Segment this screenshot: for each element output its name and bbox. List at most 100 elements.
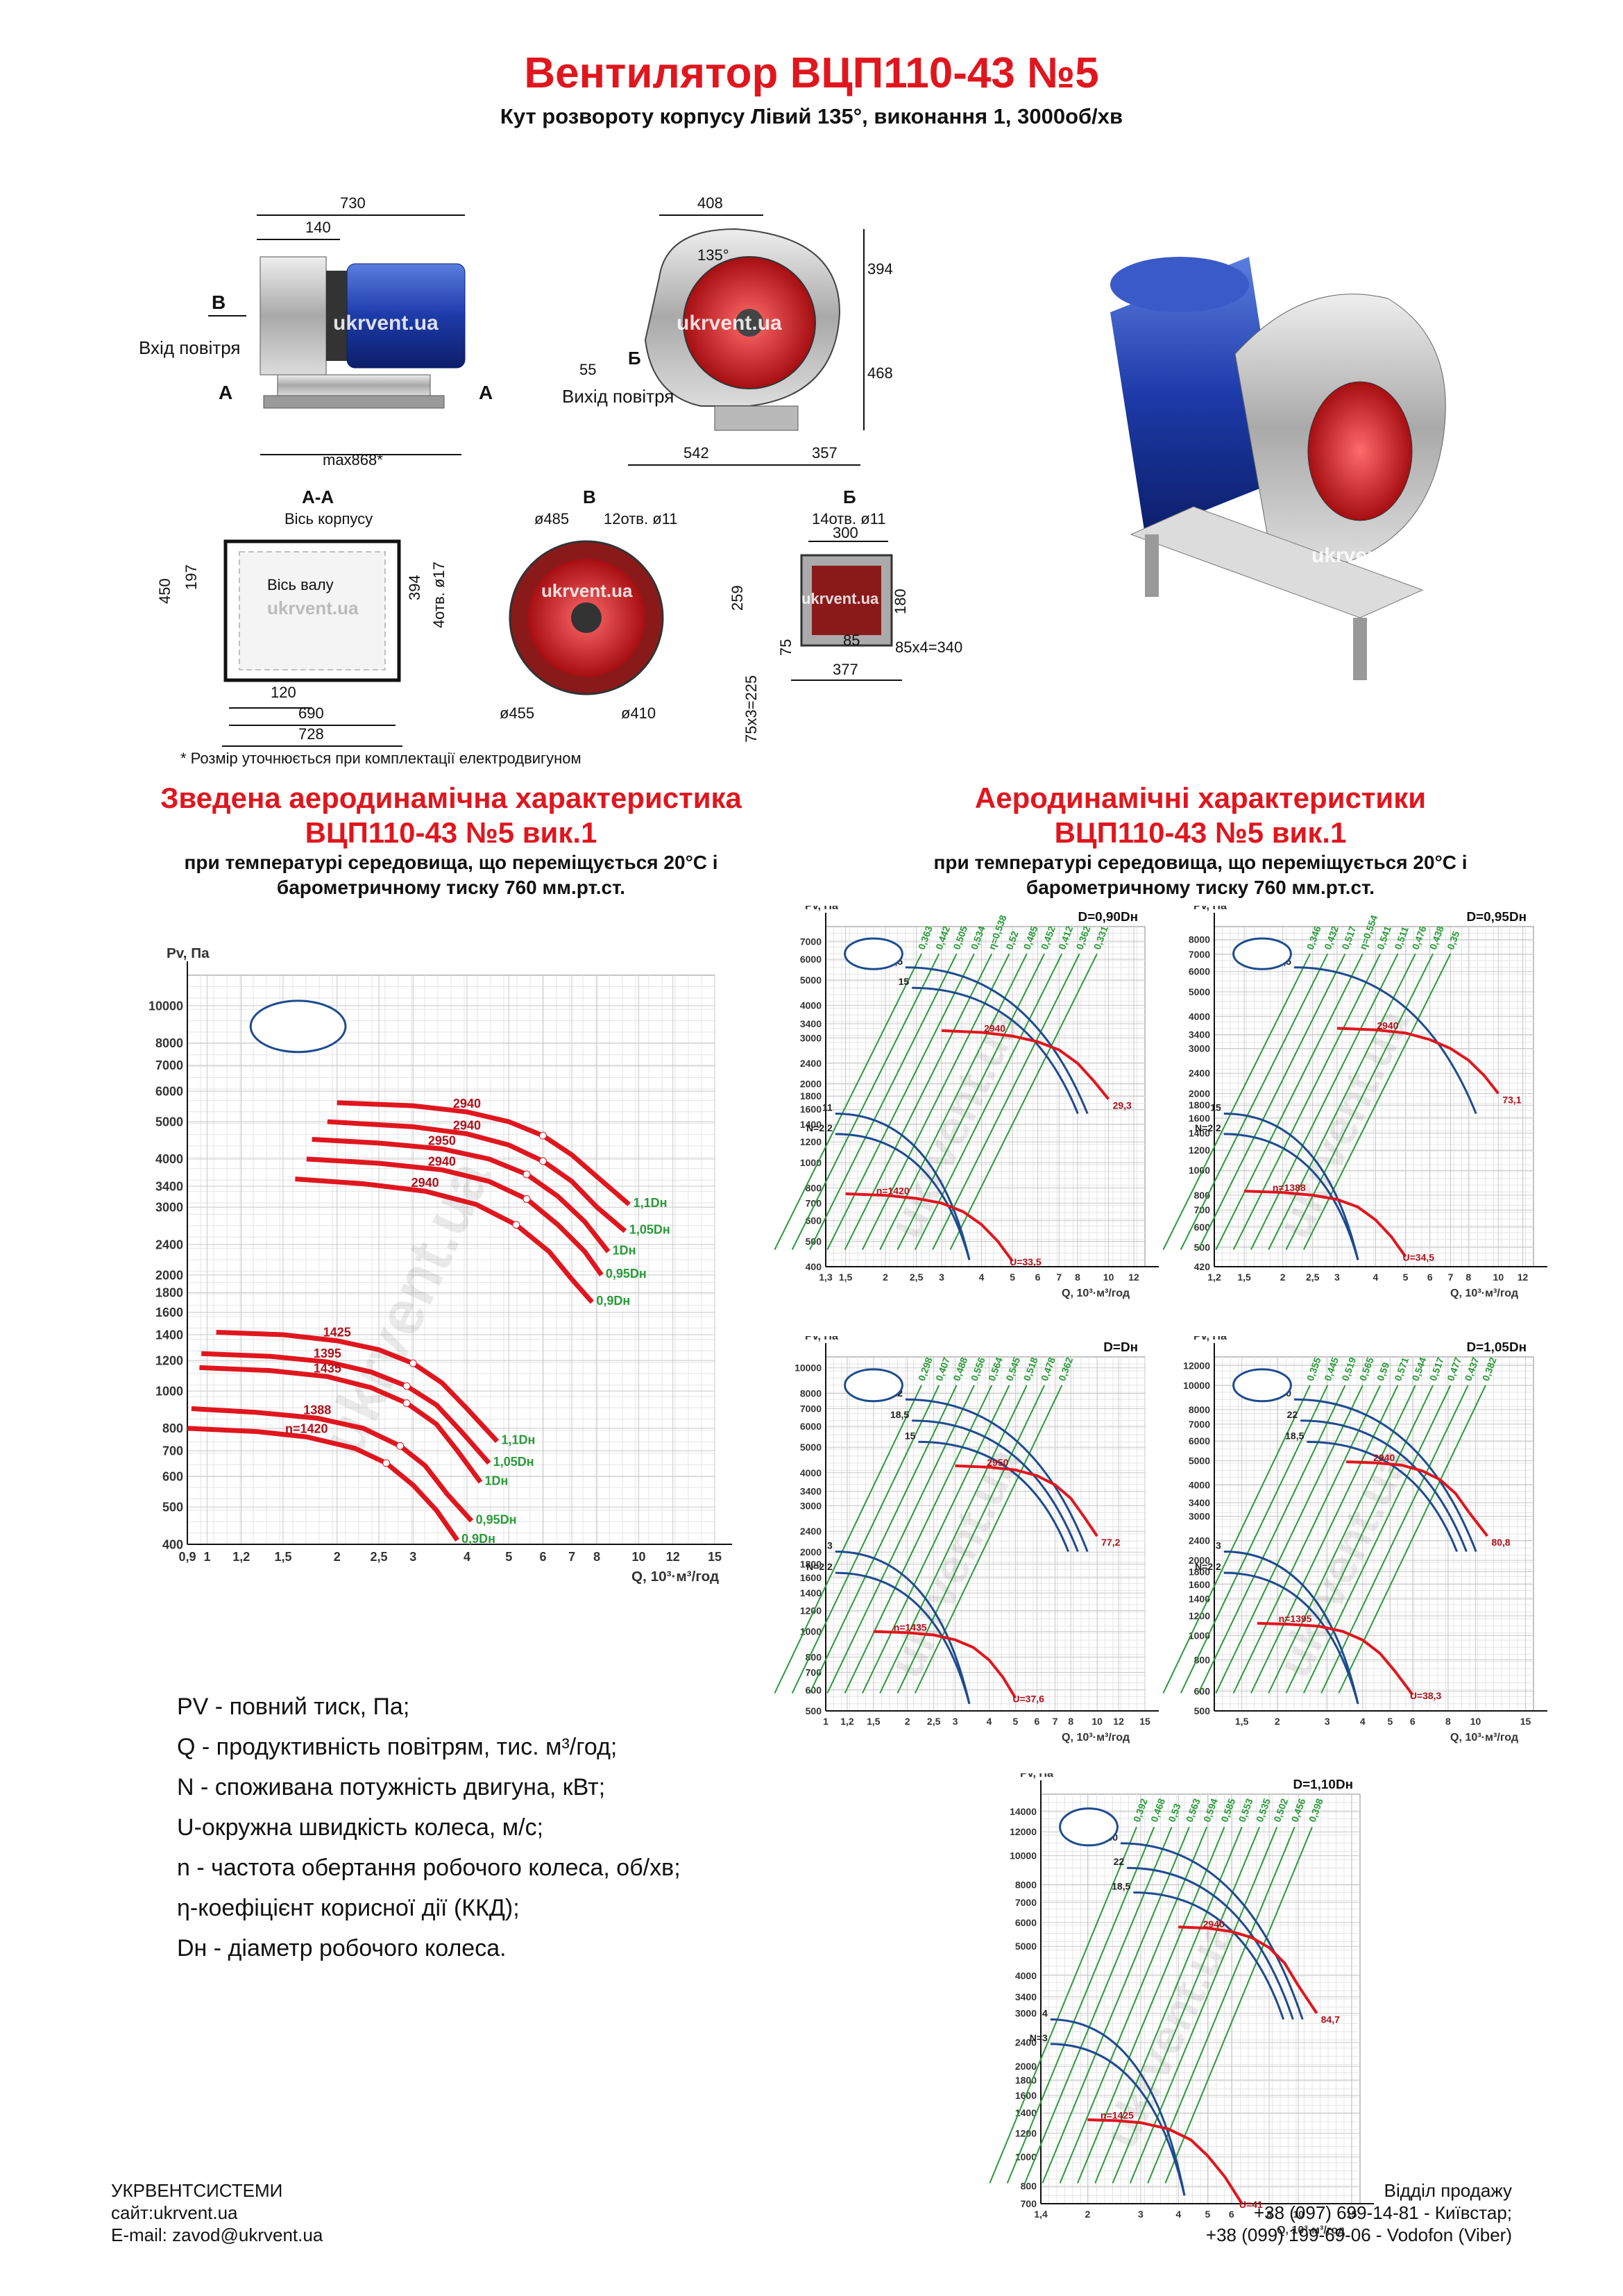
pressure-curve (306, 1156, 604, 1277)
y-tick-label: 800 (162, 1421, 183, 1435)
dim-259: 259 (729, 585, 746, 611)
rpm-label: 2940 (428, 1154, 456, 1168)
y-tick-label: 1000 (1015, 2152, 1037, 2163)
y-tick-label: 700 (1194, 1204, 1211, 1215)
end-label: 29,3 (1113, 1100, 1132, 1111)
x-tick-label: 2 (1085, 2209, 1090, 2220)
efficiency-line (1094, 1826, 1243, 2184)
efficiency-line (989, 1826, 1137, 2184)
y-tick-label: 12000 (1183, 1360, 1210, 1371)
company-email[interactable]: E-mail: zavod@ukrvent.ua (111, 2225, 323, 2245)
x-tick-label: 2,5 (1306, 1272, 1320, 1283)
y-tick-label: 1800 (1189, 1566, 1210, 1577)
y-tick-label: 1200 (155, 1353, 183, 1367)
y-tick-label: 4000 (1189, 1011, 1210, 1022)
detail-title-1: Аеродинамічні характеристики (974, 782, 1427, 814)
power-curve (835, 1551, 971, 1705)
summary-title-1: Зведена аеродинамічна характеристика (160, 782, 742, 814)
section-aa-title: А-А (302, 487, 334, 507)
x-axis-label: Q, 10³·м³/год (1277, 2224, 1345, 2236)
efficiency-line (1129, 1826, 1278, 2184)
y-tick-label: 2400 (1189, 1067, 1210, 1079)
technical-drawings: 730 140 ukrvent.ua В Вхід повітря А А ma… (139, 194, 1446, 747)
y-tick-label: 1800 (1189, 1099, 1210, 1111)
dim-85x4: 85x4=340 (895, 639, 962, 656)
x-tick-label: 2,5 (927, 1716, 941, 1727)
y-tick-label: 700 (162, 1444, 183, 1458)
x-tick-label: 12 (1518, 1272, 1529, 1283)
x-tick-label: 1,4 (1034, 2209, 1048, 2220)
holes-aa: 4отв. ø17 (430, 562, 448, 628)
y-tick-label: 600 (162, 1470, 183, 1484)
y-tick-label: 2400 (800, 1526, 822, 1537)
power-curve (1293, 1398, 1477, 1553)
y-tick-label: 1400 (1189, 1127, 1210, 1138)
curve-point (396, 1442, 405, 1450)
x-tick-label: 5 (1012, 1716, 1018, 1727)
power-curve (1293, 966, 1477, 1115)
series-label: n=1425 (1101, 2109, 1134, 2120)
y-tick-label: 3400 (800, 1486, 822, 1497)
legend-item: U-окружна швидкість колеса, м/с; (177, 1814, 544, 1841)
y-tick-label: 800 (806, 1651, 822, 1662)
rpm-label: 1425 (323, 1326, 351, 1340)
label-a-left: А (219, 382, 232, 403)
x-tick-label: 2 (1275, 1716, 1280, 1727)
y-tick-label: 4000 (800, 1467, 822, 1478)
sales-phone-1[interactable]: +38 (097) 699-14-81 - Київстар; (1253, 2202, 1512, 2223)
power-curve (912, 1419, 1079, 1553)
company-emblem (844, 1368, 903, 1403)
x-tick-label: 3 (953, 1716, 958, 1727)
sales-phone-2[interactable]: +38 (099) 199-69-06 - Vodofon (Viber) (1205, 2225, 1512, 2245)
power-curve (835, 1133, 971, 1260)
x-tick-label: 15 (1139, 1716, 1150, 1727)
rpm-label: 1435 (314, 1361, 341, 1375)
x-tick-label: 6 (1034, 1716, 1039, 1727)
y-tick-label: 8000 (1189, 934, 1210, 945)
efficiency-line (1215, 953, 1363, 1250)
axis-body-label: Вісь корпусу (284, 510, 373, 527)
end-label: 73,1 (1502, 1094, 1521, 1105)
page-subtitle: Кут розвороту корпусу Лівий 135°, викона… (500, 104, 1123, 128)
chart-title: D=1,10Dн (1293, 1778, 1354, 1792)
footnote: * Розмір уточнюється при комплектації ел… (180, 750, 581, 767)
x-tick-label: 10 (631, 1550, 645, 1564)
x-tick-label: 4 (1175, 2209, 1181, 2220)
power-curve (905, 1398, 1089, 1553)
y-tick-label: 1000 (1189, 1630, 1210, 1641)
y-tick-label: 8000 (155, 1036, 183, 1050)
efficiency-line (1320, 1385, 1469, 1694)
dim-730: 730 (340, 194, 366, 212)
curve-point (402, 1382, 411, 1390)
y-tick-label: 1000 (800, 1626, 822, 1637)
y-tick-label: 1600 (155, 1306, 183, 1319)
x-tick-label: 1,5 (1235, 1716, 1249, 1727)
x-tick-label: 2 (1280, 1272, 1286, 1283)
summary-note-2: барометричному тиску 760 мм.рт.ст. (276, 877, 626, 898)
power-curve (835, 1571, 971, 1705)
dim-75: 75 (777, 639, 794, 656)
series-label: 1,1Dн (502, 1433, 536, 1447)
x-tick-label: 6 (1410, 1716, 1416, 1727)
y-tick-label: 4000 (1015, 1970, 1037, 1981)
x-tick-label: 0,9 (178, 1550, 196, 1564)
y-tick-label: 7000 (800, 936, 822, 947)
sales-label: Відділ продажу (1384, 2180, 1512, 2201)
x-tick-label: 7 (1053, 1716, 1058, 1727)
fan-3d-render: ukrvent.ua (1110, 257, 1446, 680)
holes-b: 14отв. ø11 (812, 510, 886, 527)
end-label: 80,8 (1491, 1537, 1510, 1548)
power-label: N=3 (1030, 2032, 1048, 2043)
chart-title: D=1,05Dн (1467, 1340, 1527, 1355)
x-tick-label: 15 (1520, 1716, 1531, 1727)
dim-300: 300 (833, 524, 858, 541)
y-tick-label: 3000 (1015, 2008, 1037, 2019)
company-site[interactable]: сайт:ukrvent.ua (111, 2202, 238, 2223)
y-tick-label: 7000 (1015, 1897, 1037, 1908)
legend-item: PV - повний тиск, Па; (177, 1694, 410, 1720)
y-tick-label: 3400 (155, 1179, 183, 1193)
y-axis-label: Pv, Па (167, 947, 210, 961)
end-label: 77,2 (1101, 1537, 1120, 1548)
x-tick-label: 1,3 (819, 1272, 833, 1283)
x-tick-label: 5 (1388, 1716, 1393, 1727)
